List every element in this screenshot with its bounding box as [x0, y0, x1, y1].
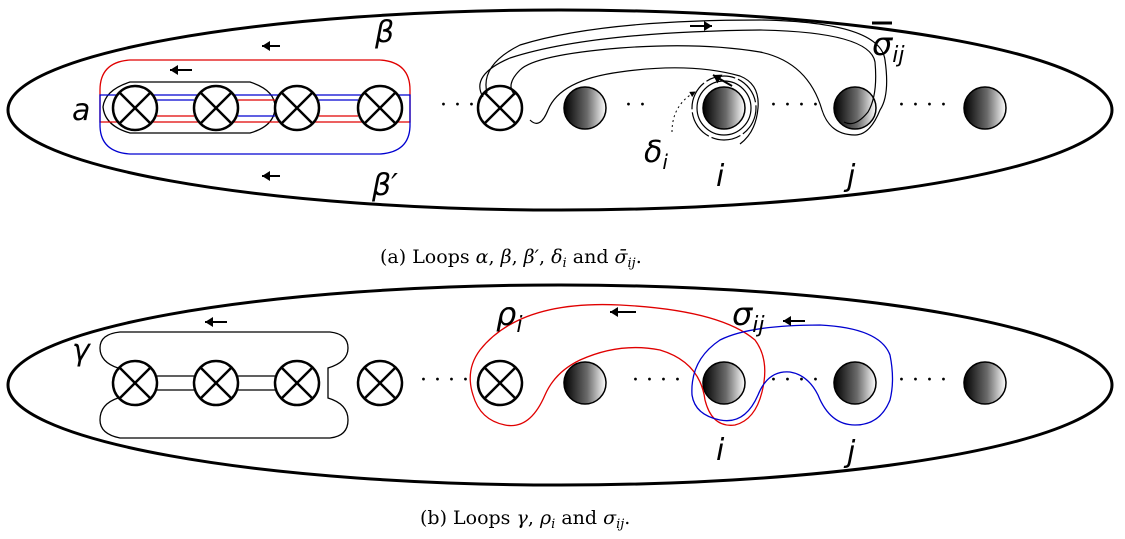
handle-ball [963, 86, 1007, 130]
delta-pointer [671, 91, 696, 133]
handle-ball-i [702, 86, 746, 130]
ellipsis-dots: · · [625, 93, 646, 118]
left-arrow-icon [610, 307, 636, 317]
right-arrow-icon [690, 21, 712, 31]
panel-b: · · · · · · · · · · · · · · · · γ ρi [6, 283, 1114, 533]
crosscap-group-b [111, 359, 404, 407]
label-gamma: γ [72, 333, 92, 368]
ellipsis-dots: · · · · [420, 368, 469, 393]
left-arrow-icon [205, 317, 227, 327]
surface-ellipse-a [6, 8, 1114, 212]
crosscap-icon [111, 84, 159, 132]
left-arrow-icon [783, 316, 805, 326]
beta-prime-loop [99, 94, 411, 155]
label-j: j [843, 435, 856, 470]
label-alpha: a [72, 93, 90, 128]
delta-loop-outer [691, 75, 757, 141]
ellipsis-dots: · · · · [898, 93, 947, 118]
crosscap-icon [192, 359, 240, 407]
crosscap-icon [273, 359, 321, 407]
sigma-bar-loop [485, 19, 888, 136]
caption-a: (a) Loops α, β, β′, δi and σ̄ij. [380, 246, 642, 272]
sigma-loop [691, 324, 894, 426]
label-sigma: σij [732, 295, 765, 338]
handle-ball [963, 361, 1007, 405]
left-arrow-icon [170, 65, 192, 75]
rho-loop [469, 303, 766, 427]
label-sigma-bar: σij [872, 25, 905, 68]
panel-a: · · · · · · · · · · · · · · a [6, 8, 1114, 272]
crosscap-group-a [111, 84, 404, 132]
gamma-loop [99, 331, 349, 439]
label-rho: ρi [496, 295, 522, 338]
label-i: i [716, 159, 725, 194]
surface-ellipse-b [6, 283, 1114, 487]
handle-ball-j [833, 361, 877, 405]
sigma-bar-loop-detail [529, 67, 759, 145]
crosscap-icon [192, 84, 240, 132]
crosscap-icon [273, 84, 321, 132]
crosscap-icon [476, 84, 524, 132]
crosscap-icon [356, 359, 404, 407]
ellipsis-dots: · · · · [898, 368, 947, 393]
sigma-bar-loop-inner [479, 29, 877, 125]
crosscap-icon [476, 359, 524, 407]
left-arrow-icon [262, 171, 280, 181]
handle-ball [563, 86, 607, 130]
label-beta: β [374, 15, 394, 50]
crosscap-icon [111, 359, 159, 407]
label-j: j [843, 159, 856, 194]
label-delta: δi [644, 135, 668, 174]
arrow-icon [712, 74, 733, 87]
ellipsis-dots: · · · · [632, 368, 681, 393]
handle-ball-j [833, 86, 877, 130]
ellipsis-dots: · · · · [770, 368, 819, 393]
handle-ball [563, 361, 607, 405]
caption-b: (b) Loops γ, ρi and σij. [420, 507, 630, 533]
left-arrow-icon [262, 41, 280, 51]
label-beta-prime: β′ [371, 168, 398, 203]
crosscap-icon [356, 84, 404, 132]
label-i: i [716, 433, 725, 468]
ellipsis-dots: · · · · [770, 93, 819, 118]
handle-ball-i [702, 361, 746, 405]
